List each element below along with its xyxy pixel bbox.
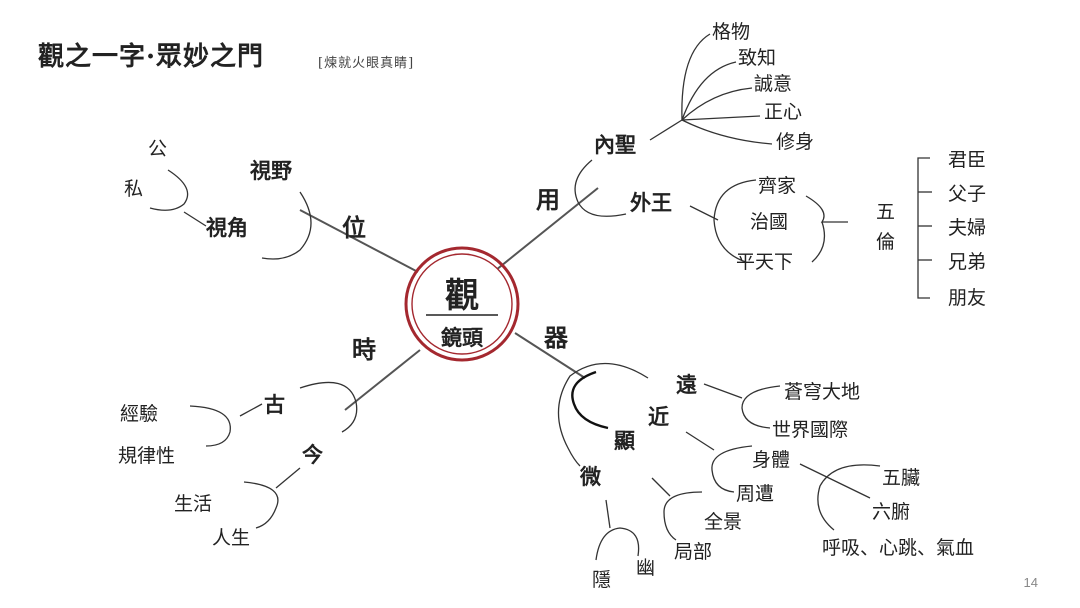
wei-bracket bbox=[261, 191, 312, 260]
page-subtitle: [煉就火眼真睛] bbox=[318, 56, 415, 71]
wulun-label-2: 倫 bbox=[876, 231, 895, 253]
branch-shi-label: 時 bbox=[352, 335, 376, 364]
yuan-bracket bbox=[741, 385, 781, 429]
xian-item-1: 全景 bbox=[704, 511, 742, 533]
waiwang-item-1: 齊家 bbox=[758, 175, 796, 197]
body-item-1: 五臟 bbox=[882, 467, 920, 489]
jin2-item-2: 周遭 bbox=[736, 483, 774, 505]
center-ring-inner bbox=[411, 253, 513, 355]
jin-item-2: 人生 bbox=[212, 527, 250, 549]
yuan-link bbox=[703, 383, 743, 399]
page-title: 觀之一字·眾妙之門 bbox=[38, 42, 265, 72]
qi-xian: 顯 bbox=[614, 428, 635, 453]
spoke-wei bbox=[299, 209, 419, 273]
wei-shijiao: 視角 bbox=[205, 215, 248, 240]
body-link bbox=[799, 463, 871, 499]
gu-item-1: 經驗 bbox=[120, 403, 158, 425]
xian-link bbox=[651, 477, 671, 497]
yuan-item-2: 世界國際 bbox=[772, 419, 848, 441]
shi-gu: 古 bbox=[264, 392, 285, 417]
qi-bracket-outer bbox=[557, 362, 649, 467]
spoke-shi bbox=[344, 349, 421, 411]
gu-link bbox=[239, 403, 263, 417]
waiwang-to-wulun bbox=[805, 195, 848, 223]
neisheng-item-1: 格物 bbox=[712, 21, 750, 43]
wulun-item-3: 夫婦 bbox=[948, 217, 986, 239]
fan-zhizhi bbox=[681, 61, 737, 121]
wulun-item-1: 君臣 bbox=[948, 149, 986, 171]
wulun-item-4: 兄弟 bbox=[948, 251, 986, 273]
wulun-item-5: 朋友 bbox=[948, 287, 986, 309]
wei-shijiao-link bbox=[183, 211, 207, 227]
wei-gong: 公 bbox=[148, 138, 167, 160]
center-top-label: 觀 bbox=[445, 276, 479, 316]
jin-link bbox=[275, 467, 301, 489]
wei2-bracket bbox=[595, 527, 640, 561]
neisheng-item-2: 致知 bbox=[738, 47, 776, 69]
wei2-item-2: 幽 bbox=[636, 557, 655, 579]
gu-bracket bbox=[189, 405, 231, 447]
neisheng-item-3: 誠意 bbox=[754, 73, 792, 95]
waiwang-item-2: 治國 bbox=[750, 211, 788, 233]
waiwang-to-wulun-2 bbox=[811, 221, 826, 263]
wei-gongsi-bracket bbox=[149, 169, 189, 211]
page-number: 14 bbox=[1023, 575, 1038, 590]
shi-jin: 今 bbox=[302, 442, 323, 467]
fan-zhengxin bbox=[681, 115, 761, 121]
xian-item-2: 局部 bbox=[674, 541, 712, 563]
yong-neisheng: 內聖 bbox=[594, 132, 636, 157]
branch-qi-label: 器 bbox=[543, 323, 569, 352]
qi-wei: 微 bbox=[579, 464, 602, 489]
wulun-item-2: 父子 bbox=[948, 183, 986, 205]
waiwang-link bbox=[689, 205, 719, 221]
qi-bracket-inner bbox=[571, 370, 609, 430]
yong-waiwang: 外王 bbox=[630, 190, 672, 215]
branch-wei-label: 位 bbox=[342, 213, 366, 242]
neisheng-item-4: 正心 bbox=[764, 101, 802, 123]
jin2-link bbox=[685, 431, 715, 451]
center-bottom-label: 鏡頭 bbox=[441, 325, 484, 350]
wei2-item-1: 隱 bbox=[592, 569, 611, 591]
neisheng-link bbox=[649, 119, 683, 141]
qi-yuan: 遠 bbox=[676, 372, 697, 397]
waiwang-bracket bbox=[713, 179, 757, 263]
wei-shiye: 視野 bbox=[249, 158, 292, 183]
neisheng-item-5: 修身 bbox=[776, 131, 814, 153]
wei-si: 私 bbox=[124, 178, 143, 200]
fan-gewu bbox=[681, 33, 711, 121]
spoke-yong bbox=[495, 187, 599, 271]
jin-bracket bbox=[243, 481, 279, 529]
jin-item-1: 生活 bbox=[174, 493, 212, 515]
branch-yong-label: 用 bbox=[536, 185, 560, 214]
shi-bracket bbox=[299, 381, 358, 433]
xian-bracket bbox=[663, 491, 703, 541]
wei2-link bbox=[605, 499, 611, 529]
yuan-item-1: 蒼穹大地 bbox=[784, 381, 860, 403]
fan-xiushen bbox=[681, 119, 773, 145]
wulun-label-1: 五 bbox=[876, 201, 895, 223]
spoke-qi bbox=[514, 332, 586, 379]
qi-jin: 近 bbox=[648, 404, 669, 429]
waiwang-item-3: 平天下 bbox=[736, 251, 793, 273]
body-bracket bbox=[817, 464, 881, 531]
wulun-bracket bbox=[917, 157, 930, 299]
yong-bracket bbox=[574, 159, 627, 217]
body-item-2: 六腑 bbox=[872, 501, 910, 523]
jin2-item-1: 身體 bbox=[752, 449, 790, 471]
jin2-bracket bbox=[711, 445, 753, 493]
fan-chengyi bbox=[681, 87, 753, 121]
center-ring-outer bbox=[404, 246, 520, 362]
body-item-3: 呼吸、心跳、氣血 bbox=[822, 537, 974, 559]
gu-item-2: 規律性 bbox=[118, 445, 175, 467]
